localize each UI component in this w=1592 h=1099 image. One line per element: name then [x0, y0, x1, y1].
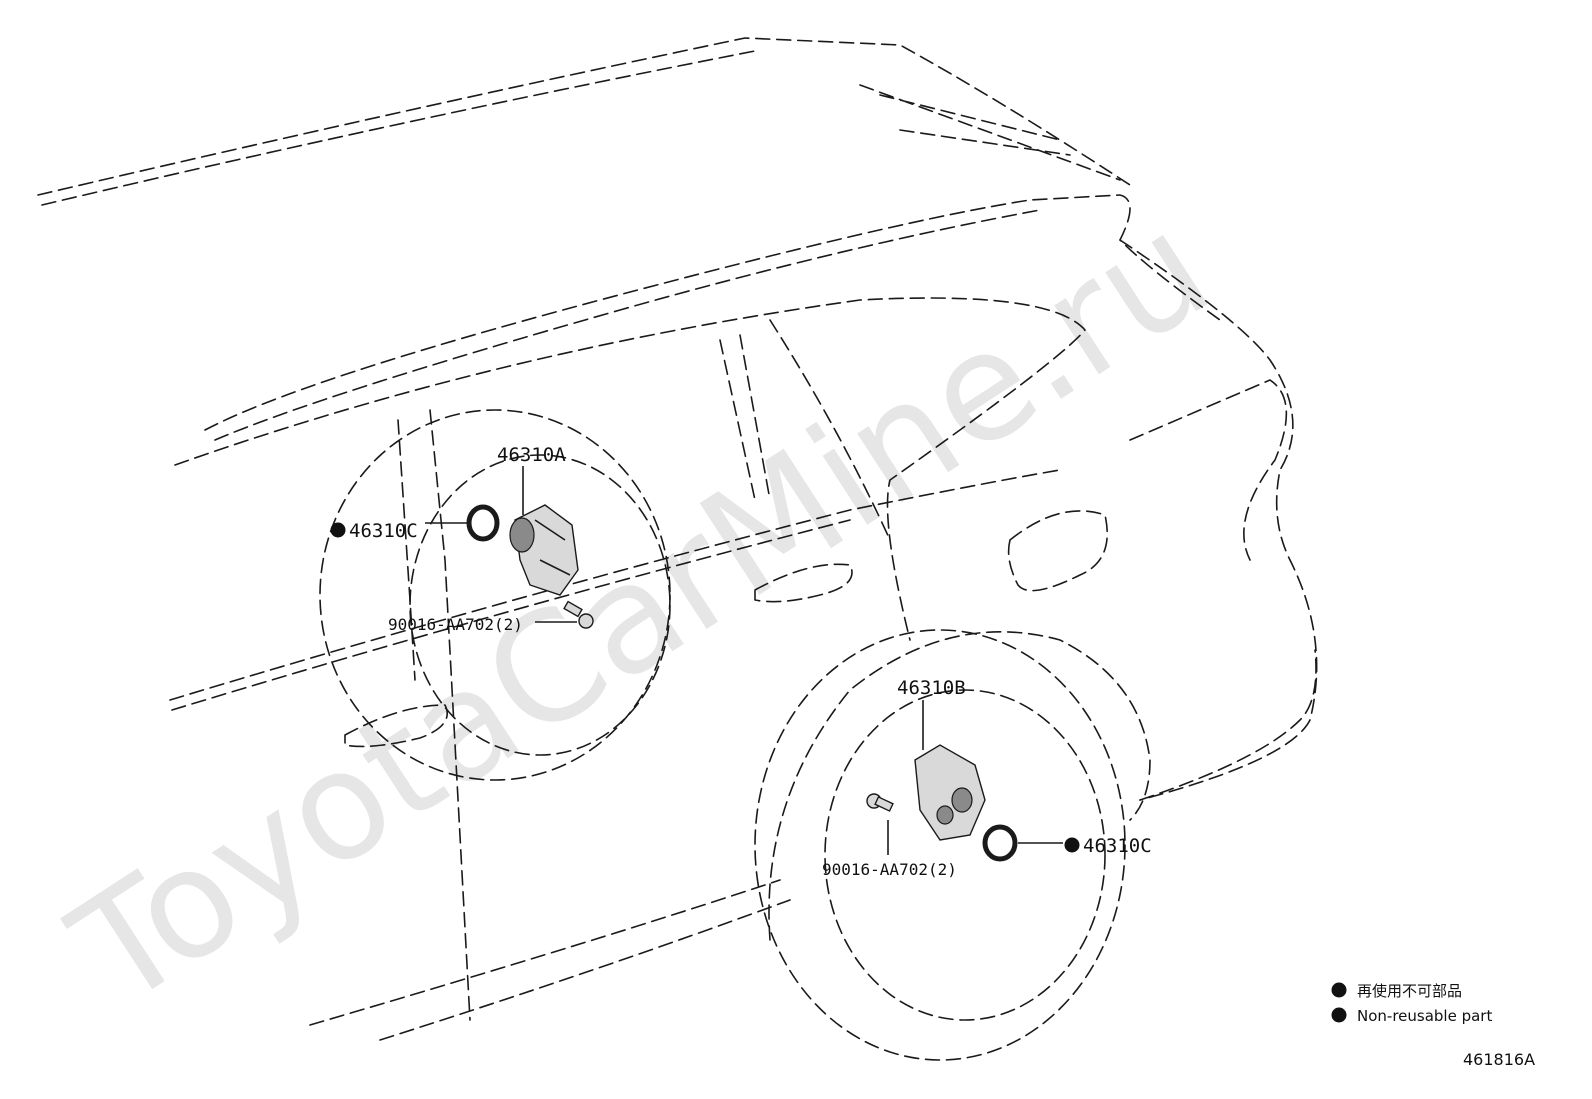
legend: 再使用不可部品 Non-reusable part [1331, 982, 1492, 1025]
detail-circle-rear-outer [754, 629, 1126, 1061]
door-lock-actuator-rear [914, 744, 986, 841]
non-reusable-bullet-front [330, 522, 346, 538]
roof-line-inner [214, 209, 1041, 441]
spoiler [859, 84, 1121, 181]
legend-text-jp: 再使用不可部品 [1357, 982, 1462, 1000]
callout-46310b: 46310B [897, 677, 966, 699]
detail-circle-rear-inner [824, 689, 1106, 1021]
character-line [169, 469, 1061, 701]
door-handle-front [344, 704, 448, 748]
callout-46310a: 46310A [497, 444, 566, 466]
legend-bullet-jp [1331, 982, 1347, 998]
non-reusable-bullet-rear [1064, 837, 1080, 853]
o-ring-rear [982, 824, 1018, 862]
bolt-front [563, 600, 594, 629]
door-handle-rear [754, 563, 853, 603]
figure-number: 461816A [1463, 1050, 1535, 1069]
rear-bumper [1139, 649, 1317, 801]
callout-46310c-rear: 46310C [1083, 835, 1152, 857]
leader-lines [425, 466, 1063, 855]
detail-circle-rear [754, 629, 1126, 1061]
callout-bolt-front: 90016-AA702(2) [388, 615, 523, 634]
roof-rail-upper [37, 37, 1131, 196]
door-pillar-rear [719, 319, 891, 541]
character-line-2 [171, 519, 851, 711]
vehicle-outline [37, 37, 1318, 1041]
rear-pillar [1119, 239, 1318, 801]
callout-bolt-rear: 90016-AA702(2) [822, 860, 957, 879]
legend-text-en: Non-reusable part [1357, 1007, 1492, 1025]
roof-line [204, 194, 1221, 431]
door-lock-actuator-front [509, 504, 579, 596]
detail-circle-front-inner [409, 454, 671, 756]
watermark-text: ToyotaCarMine.ru [44, 181, 1239, 1041]
o-ring-front [466, 504, 500, 542]
fuel-door [1007, 510, 1109, 592]
legend-bullet-en [1331, 1007, 1347, 1023]
rear-window [1129, 379, 1288, 561]
belt-line [174, 297, 1086, 641]
rocker [309, 879, 791, 1041]
wheel-arch [768, 631, 1151, 941]
bolt-rear [866, 793, 894, 812]
callout-46310c-front: 46310C [349, 520, 418, 542]
roof-rail-lower [41, 49, 761, 206]
detail-circle-front [319, 409, 671, 781]
